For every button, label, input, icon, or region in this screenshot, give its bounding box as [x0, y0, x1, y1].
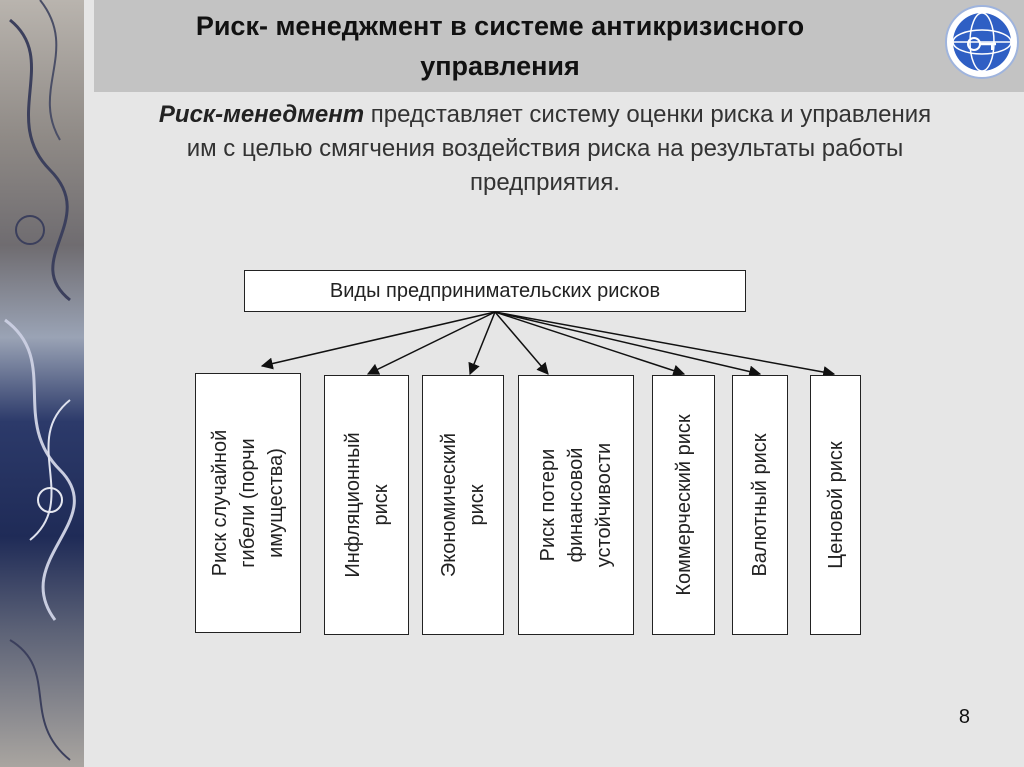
- risk-type-box: Экономический риск: [422, 375, 504, 635]
- risk-type-label: Риск случайной гибели (порчи имущества): [209, 429, 287, 577]
- risk-type-label: Экономический риск: [438, 432, 488, 578]
- risk-type-box: Инфляционный риск: [324, 375, 409, 635]
- decorative-side-strip: [0, 0, 84, 767]
- risk-types-root-box: Виды предпринимательских рисков: [244, 270, 746, 312]
- intro-paragraph: Риск-менедмент представляет систему оцен…: [150, 98, 940, 200]
- risk-type-box: Риск случайной гибели (порчи имущества): [195, 373, 301, 633]
- risk-type-label: Риск потери финансовой устойчивости: [537, 442, 615, 568]
- risk-type-box: Риск потери финансовой устойчивости: [518, 375, 634, 635]
- risk-type-box: Валютный риск: [732, 375, 788, 635]
- risk-type-box: Ценовой риск: [810, 375, 861, 635]
- risk-type-label: Ценовой риск: [824, 441, 847, 569]
- risk-type-label: Коммерческий риск: [672, 414, 695, 596]
- title-bar: [94, 0, 1024, 92]
- globe-logo-icon: [945, 5, 1019, 79]
- page-number: 8: [958, 706, 970, 728]
- risk-type-label: Инфляционный риск: [341, 432, 392, 578]
- intro-term: Риск-менедмент: [158, 101, 365, 128]
- slide-title: Риск- менеджмент в системе антикризисног…: [195, 11, 805, 81]
- risk-type-box: Коммерческий риск: [652, 375, 715, 635]
- risk-types-root-label: Виды предпринимательских рисков: [329, 279, 661, 302]
- intro-text: представляет систему оценки риска и упра…: [186, 101, 932, 196]
- risk-type-label: Валютный риск: [749, 433, 771, 577]
